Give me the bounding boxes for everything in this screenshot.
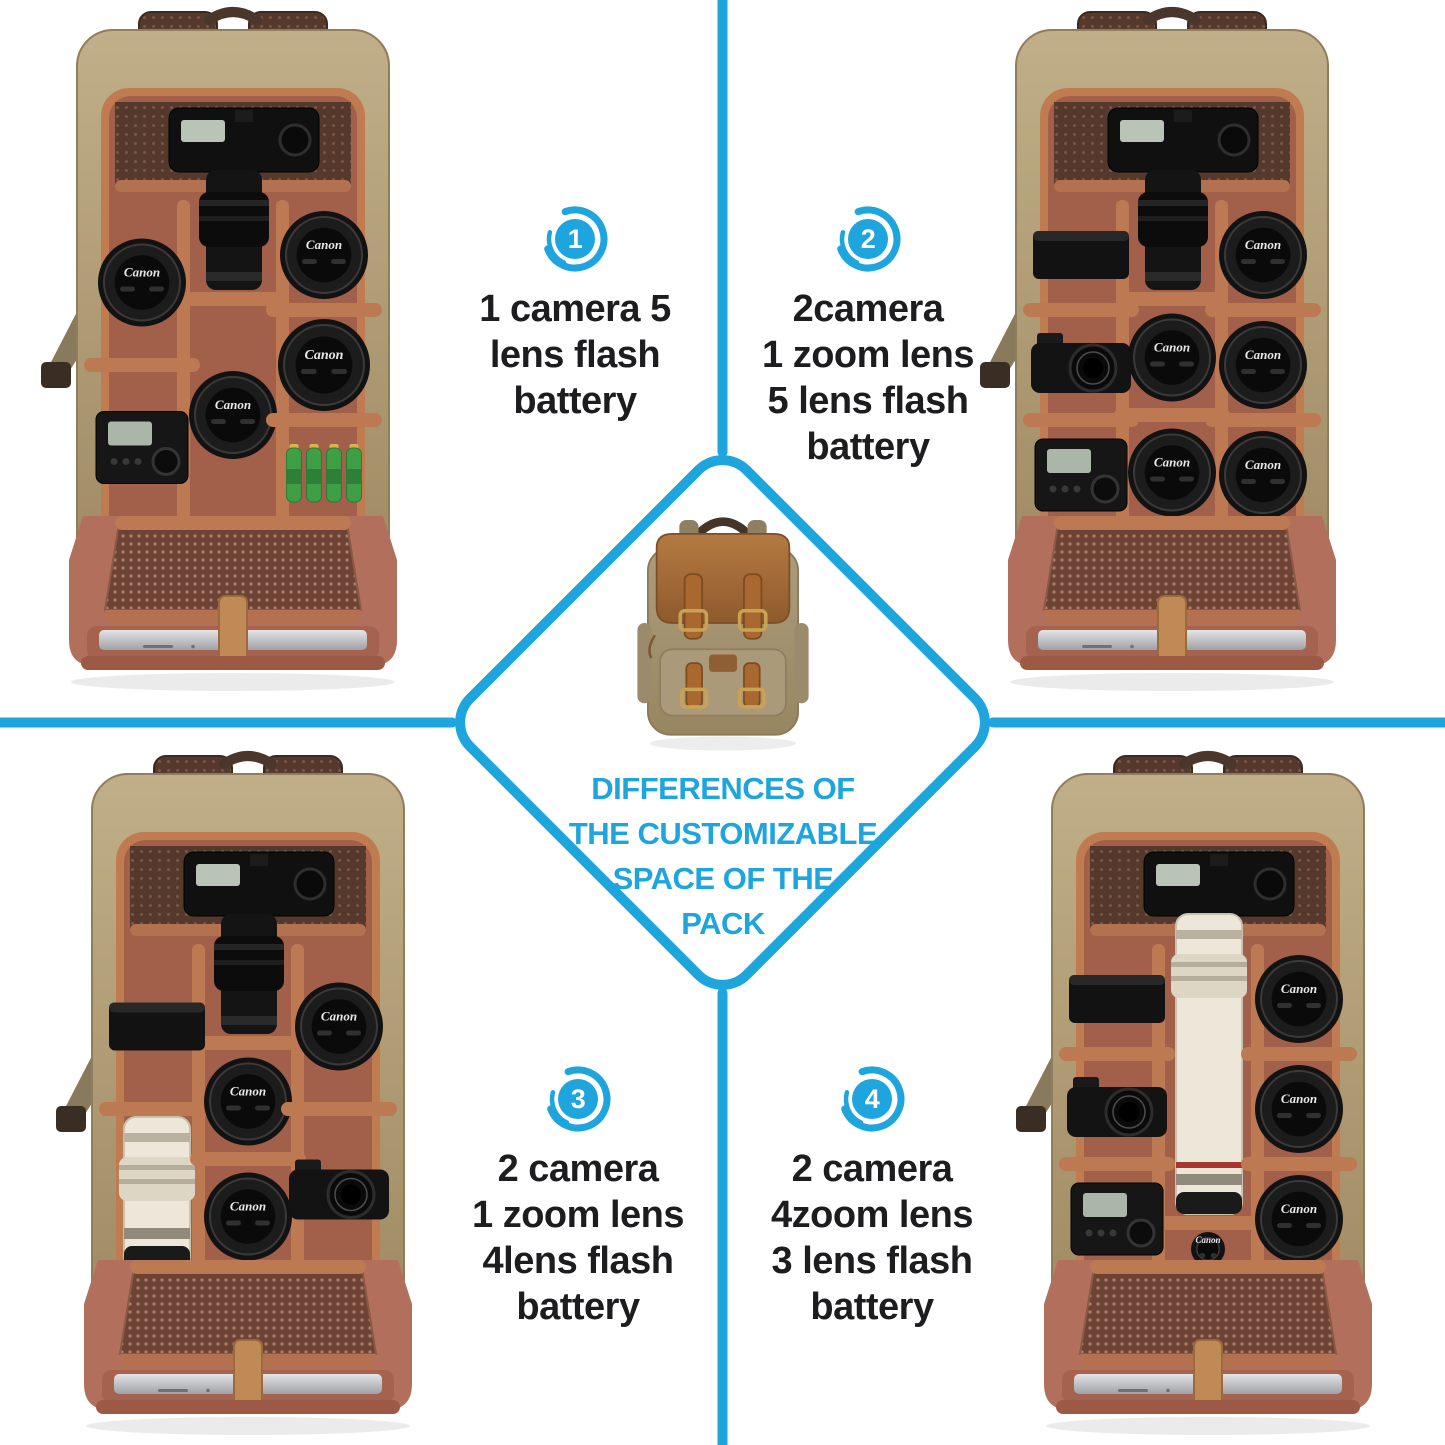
- svg-text:Canon: Canon: [1154, 455, 1190, 470]
- svg-text:Canon: Canon: [1245, 237, 1281, 252]
- svg-text:Canon: Canon: [321, 1009, 357, 1024]
- step-badge-1: 1: [542, 206, 608, 272]
- leather-flap: [655, 533, 791, 624]
- buckle-left: [678, 609, 709, 632]
- config-3-label: 3 2 camera 1 zoom lens 4lens flash batte…: [458, 1066, 698, 1330]
- config-text-line: 2 camera: [497, 1148, 659, 1190]
- config-4-label: 4 2 camera 4zoom lens 3 lens flash batte…: [752, 1066, 992, 1330]
- badge-spinner-icon: [841, 1066, 905, 1132]
- buckle-right: [737, 609, 768, 632]
- badge-spinner-icon: [837, 206, 901, 272]
- pocket-strap-right: [743, 662, 761, 708]
- caption-line: PACK: [681, 906, 765, 941]
- leather-patch: [709, 654, 737, 672]
- svg-text:Canon: Canon: [1154, 340, 1190, 355]
- badge-number: 4: [852, 1079, 892, 1119]
- config-text-line: battery: [516, 1286, 640, 1328]
- side-pocket-left: [637, 623, 652, 704]
- config-text-line: 4zoom lens: [771, 1194, 973, 1236]
- config-text-line: 4lens flash: [482, 1240, 674, 1282]
- backpack-handle: [697, 517, 749, 535]
- pocket-buckle-left: [680, 687, 709, 709]
- config-text-line: battery: [810, 1286, 934, 1328]
- svg-text:Canon: Canon: [306, 237, 342, 252]
- step-badge-4: 4: [839, 1066, 905, 1132]
- caption-line: THE CUSTOMIZABLE: [568, 816, 878, 851]
- config-text-line: 5 lens flash: [767, 380, 969, 422]
- svg-text:Canon: Canon: [124, 265, 160, 280]
- config-text-line: 2 camera: [791, 1148, 953, 1190]
- svg-text:Canon: Canon: [215, 397, 251, 412]
- config-text-line: 1 zoom lens: [472, 1194, 685, 1236]
- svg-text:Canon: Canon: [230, 1084, 266, 1099]
- caption-line: DIFFERENCES OF: [591, 771, 855, 806]
- zipper-pull: [648, 634, 656, 659]
- badge-number: 1: [555, 219, 595, 259]
- svg-text:Canon: Canon: [305, 348, 344, 363]
- svg-text:Canon: Canon: [1281, 1201, 1317, 1216]
- svg-text:Canon: Canon: [1245, 347, 1281, 362]
- config-text-line: battery: [806, 426, 930, 468]
- config-text-line: battery: [513, 380, 637, 422]
- config-2-label: 2 2camera 1 zoom lens 5 lens flash batte…: [748, 206, 988, 470]
- step-badge-3: 3: [545, 1066, 611, 1132]
- svg-text:Canon: Canon: [1281, 981, 1317, 996]
- step-badge-2: 2: [835, 206, 901, 272]
- config-text-line: lens flash: [489, 334, 661, 376]
- product-photo-closed-backpack: [618, 492, 828, 754]
- caption-line: SPACE OF THE: [612, 861, 834, 896]
- center-caption: DIFFERENCES OF THE CUSTOMIZABLE SPACE OF…: [542, 766, 904, 946]
- config-text-line: 1 zoom lens: [762, 334, 975, 376]
- flap-strap-left: [683, 573, 703, 640]
- badge-spinner-icon: [547, 1066, 611, 1132]
- photo-open-backpack-config-4: Canon Canon Canon Canon: [998, 748, 1418, 1438]
- badge-number: 2: [848, 219, 888, 259]
- svg-text:Canon: Canon: [230, 1199, 266, 1214]
- config-text-line: 2camera: [792, 288, 944, 330]
- svg-text:Canon: Canon: [1281, 1091, 1317, 1106]
- config-text-line: 1 camera 5: [479, 288, 671, 330]
- photo-open-backpack-config-1: Canon Canon Canon Canon: [23, 4, 443, 694]
- pocket-buckle-right: [737, 687, 766, 709]
- product-shadow: [649, 736, 797, 751]
- config-text-line: 3 lens flash: [771, 1240, 973, 1282]
- badge-number: 3: [558, 1079, 598, 1119]
- flap-strap-right: [743, 573, 763, 640]
- photo-open-backpack-config-3: Canon Canon Canon: [38, 748, 458, 1438]
- svg-text:Canon: Canon: [1245, 457, 1281, 472]
- pocket-strap-left: [685, 662, 703, 708]
- badge-spinner-icon: [544, 206, 608, 272]
- side-pocket-right: [794, 623, 809, 704]
- config-1-label: 1 1 camera 5 lens flash battery: [455, 206, 695, 424]
- photo-open-backpack-config-2: Canon Canon Canon Canon Canon: [962, 4, 1382, 694]
- svg-text:Canon: Canon: [1195, 1235, 1220, 1245]
